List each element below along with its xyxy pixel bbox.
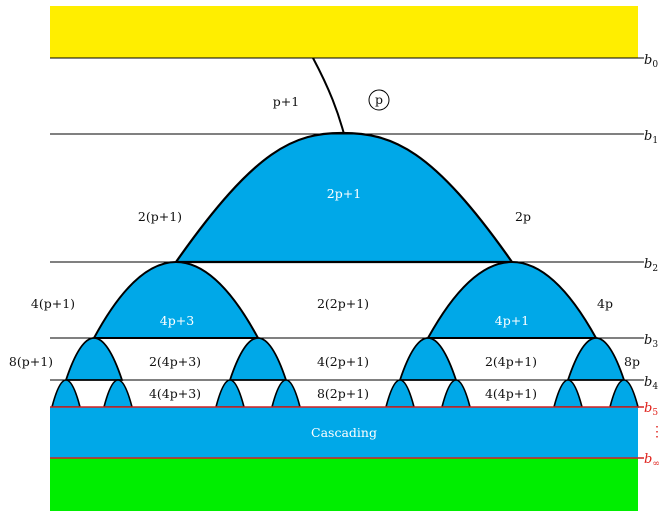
arch-level4	[270, 379, 302, 408]
level-label-b1: b1	[644, 129, 658, 146]
arch-level4	[440, 379, 472, 408]
arch-level3	[228, 337, 288, 381]
level-labels: b0 b1 b2 b3 b4 b5 ⋮ b∞	[644, 53, 664, 469]
level-label-binf: b∞	[644, 452, 660, 469]
arch-level3	[398, 337, 458, 381]
label-8-p-plus-1: 8(p+1)	[9, 354, 53, 369]
level-label-b2: b2	[644, 257, 658, 274]
label-cascading: Cascading	[311, 425, 377, 440]
arch-level3	[64, 337, 124, 381]
level-label-b4: b4	[644, 375, 658, 392]
arch-level4	[608, 379, 640, 408]
label-2p: 2p	[515, 209, 531, 224]
cascading-band	[50, 407, 638, 458]
bottom-band	[50, 458, 638, 511]
arch-level1	[173, 131, 515, 264]
label-8-2p-plus-1: 8(2p+1)	[317, 386, 369, 401]
connector-curve	[312, 57, 345, 135]
arch-level3	[566, 337, 626, 381]
level-label-b5: b5	[644, 401, 658, 418]
label-4p-plus-1-arch: 4p+1	[495, 313, 529, 328]
label-2-4p-plus-1: 2(4p+1)	[485, 354, 537, 369]
level-dots: ⋮	[650, 424, 664, 440]
label-4p: 4p	[597, 296, 613, 311]
label-2p-plus-1-arch: 2p+1	[327, 186, 361, 201]
label-8p: 8p	[624, 354, 640, 369]
label-2-p-plus-1: 2(p+1)	[138, 209, 182, 224]
label-4p-plus-3-arch: 4p+3	[160, 313, 194, 328]
label-4-p-plus-1: 4(p+1)	[31, 296, 75, 311]
region-labels: p+1 2p+1 2(p+1) 2p 4(p+1) 4p+3 2(2p+1) 4…	[9, 94, 640, 440]
arch-level4	[214, 379, 246, 408]
circled-p-label: p	[375, 92, 383, 107]
label-4-4p-plus-1: 4(4p+1)	[485, 386, 537, 401]
level-label-b3: b3	[644, 333, 658, 350]
label-p-plus-1: p+1	[273, 94, 299, 109]
level-label-b0: b0	[644, 53, 658, 70]
arch-level4	[384, 379, 416, 408]
level-lines	[50, 57, 644, 459]
top-band	[50, 6, 638, 58]
label-4-4p-plus-3: 4(4p+3)	[149, 386, 201, 401]
arch-level4	[50, 379, 82, 408]
label-4-2p-plus-1: 4(2p+1)	[317, 354, 369, 369]
arch-level4	[552, 379, 584, 408]
arches-group	[50, 131, 640, 408]
label-2-4p-plus-3: 2(4p+3)	[149, 354, 201, 369]
circled-p-ring	[368, 89, 390, 111]
label-2-2p-plus-1: 2(2p+1)	[317, 296, 369, 311]
arch-level4	[102, 379, 134, 408]
